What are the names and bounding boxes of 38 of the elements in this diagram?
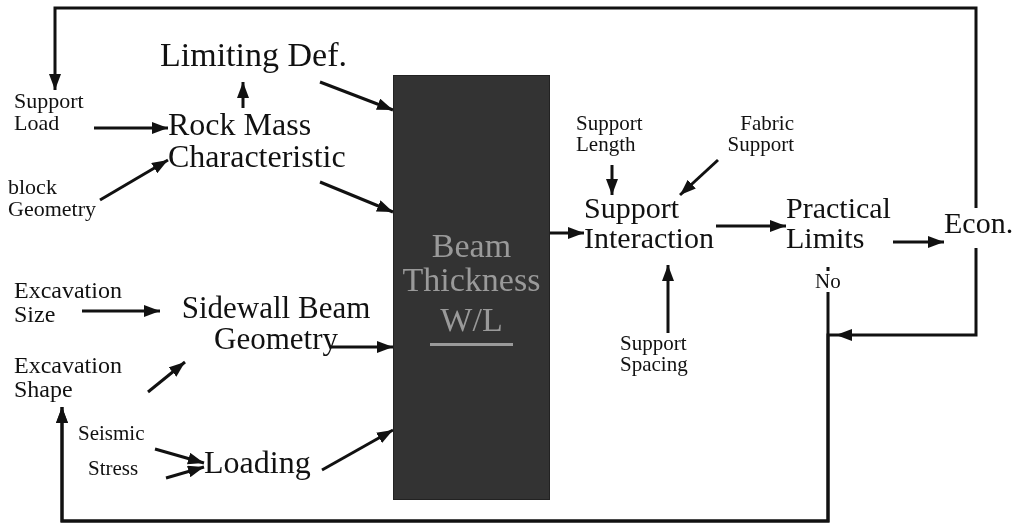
arrow [94,122,168,134]
arrow [319,80,394,112]
edge-label: No [814,271,842,292]
factor-label: Excavation Size [14,278,156,332]
arrow [319,180,394,214]
factor-label: Support Spacing [620,333,724,391]
ratio-label: W/L [430,303,513,346]
factor-label: Sidewall Beam Geometry [160,292,392,362]
arrow [893,236,944,248]
factor-label: Limiting Def. [160,38,360,82]
factor-label: Excavation Shape [14,353,154,407]
arrow [82,305,160,317]
factor-label: Rock Mass Characteristic [168,108,394,182]
factor-label: Fabric Support [686,113,794,167]
arrow [662,265,674,333]
arrow [550,227,584,239]
arrow [330,341,393,353]
factor-label: Practical Limits [786,193,928,267]
factor-label: Support Load [14,90,94,142]
arrow [165,465,205,480]
arrow [237,82,249,108]
arrow [154,447,205,465]
factor-label: Support Length [576,113,664,167]
factor-label: Seismic [78,423,182,453]
arrow [147,360,186,394]
factor-label: Econ. [944,208,1032,248]
factor-label: Support Interaction [584,193,752,267]
factor-label: Loading [204,446,322,492]
arrow [49,6,978,208]
arrow [716,220,786,232]
arrow [606,165,618,195]
factor-label: block Geometry [8,176,132,234]
box-title: Beam Thickness [401,229,542,297]
arrow [321,428,394,472]
arrow [679,158,719,197]
arrow [99,158,169,202]
shaded-box [393,75,550,500]
factor-label: Stress [88,458,166,490]
